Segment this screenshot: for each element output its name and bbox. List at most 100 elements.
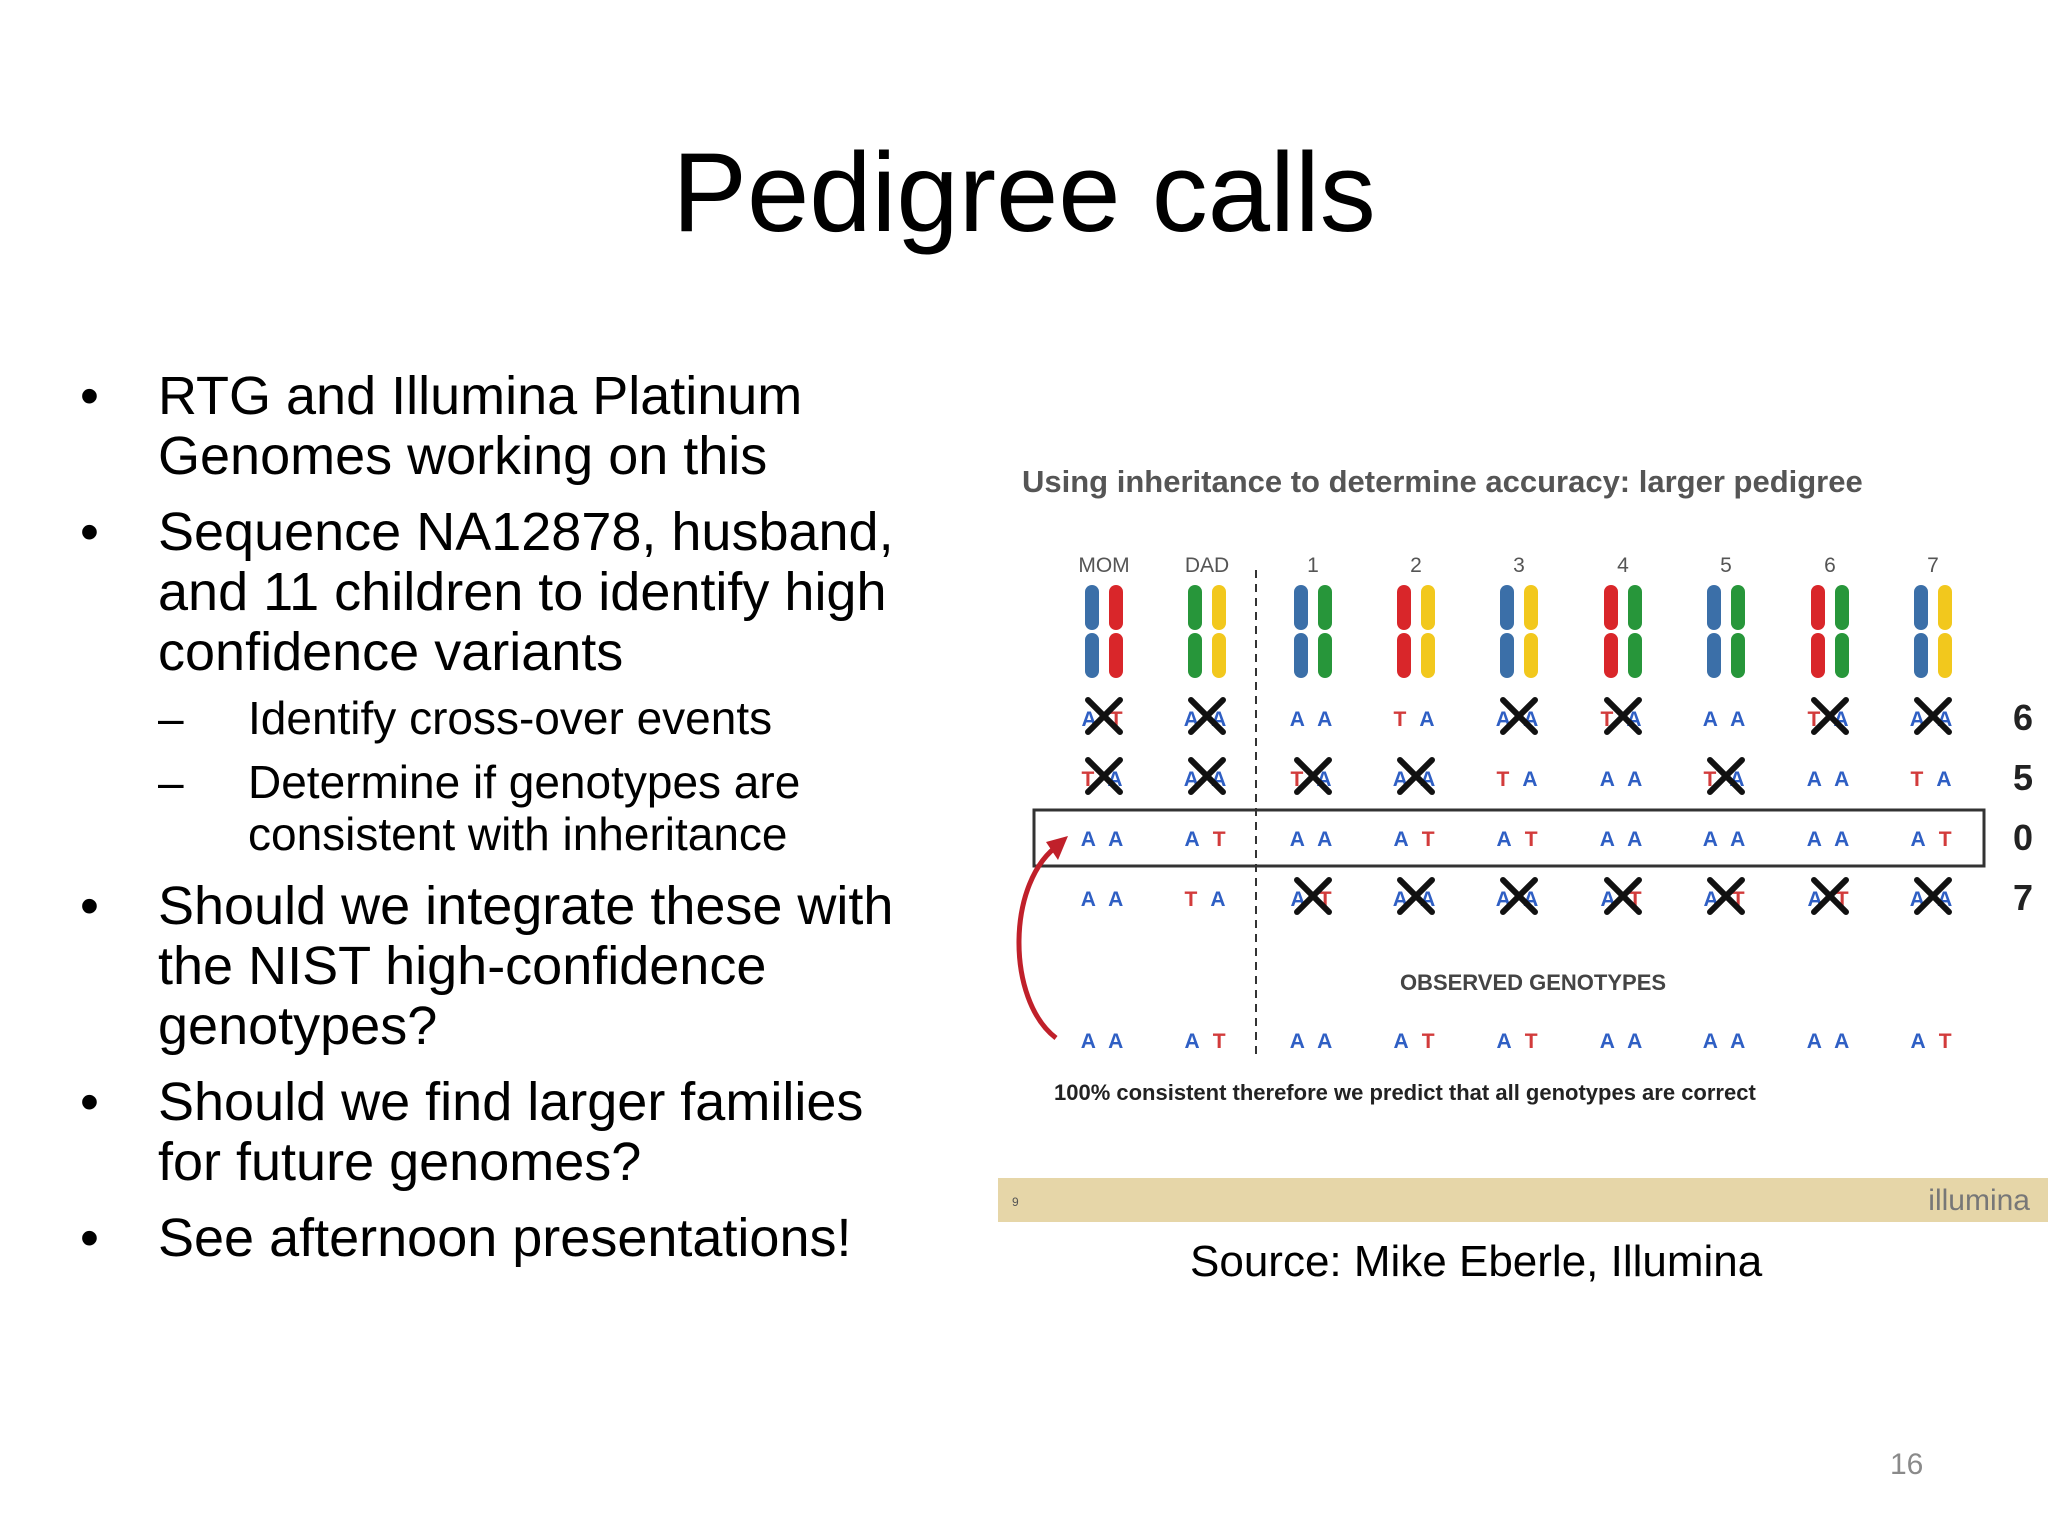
inconsistency-cross bbox=[1188, 697, 1226, 735]
observed-genotypes-label: OBSERVED GENOTYPES bbox=[1400, 970, 1666, 995]
slide-title: Pedigree calls bbox=[672, 130, 1376, 255]
chromosome-arm bbox=[1938, 585, 1952, 630]
chromosome-arm bbox=[1938, 633, 1952, 678]
genotype-call: A A bbox=[1081, 828, 1128, 851]
chromosome-arm bbox=[1421, 633, 1435, 678]
chromosome-arm bbox=[1707, 585, 1721, 630]
inconsistency-cross bbox=[1914, 877, 1952, 915]
bullet-item: Should we integrate these with the NIST … bbox=[80, 876, 940, 1056]
chromosome-arm bbox=[1628, 633, 1642, 678]
figure-footer-band bbox=[998, 1178, 2048, 1222]
illumina-logo: illumina bbox=[1928, 1184, 2030, 1217]
observed-genotype: A A bbox=[1703, 1030, 1750, 1053]
figure-footer-page: 9 bbox=[1012, 1195, 1019, 1209]
member-label: 4 bbox=[1617, 554, 1629, 577]
observed-genotype: A A bbox=[1600, 1030, 1647, 1053]
member-label: 7 bbox=[1927, 554, 1939, 577]
bullet-text: Sequence NA12878, husband, and 11 childr… bbox=[158, 502, 894, 682]
conclusion-text: 100% consistent therefore we predict tha… bbox=[1054, 1080, 1756, 1105]
sub-bullet-item: Determine if genotypes are consistent wi… bbox=[158, 756, 940, 860]
bullet-text: Should we find larger families for futur… bbox=[158, 1072, 864, 1192]
inconsistency-cross bbox=[1397, 757, 1435, 795]
observed-genotype: A T bbox=[1184, 1030, 1229, 1053]
inconsistency-cross bbox=[1811, 697, 1849, 735]
member-label: 3 bbox=[1513, 554, 1525, 577]
bullet-text: See afternoon presentations! bbox=[158, 1208, 852, 1268]
chromosome-arm bbox=[1212, 585, 1226, 630]
figure-title: Using inheritance to determine accuracy:… bbox=[1022, 464, 1863, 499]
genotype-call: A A bbox=[1807, 828, 1854, 851]
member-label: DAD bbox=[1185, 554, 1229, 577]
consistent-row-box bbox=[1032, 808, 1986, 868]
chromosome-arm bbox=[1500, 585, 1514, 630]
inconsistency-cross bbox=[1604, 697, 1642, 735]
pedigree-figure: Using inheritance to determine accuracy:… bbox=[998, 440, 2048, 1228]
inconsistency-cross bbox=[1604, 877, 1642, 915]
observed-genotype: A T bbox=[1393, 1030, 1438, 1053]
bullet-item: RTG and Illumina Platinum Genomes workin… bbox=[80, 366, 940, 486]
source-caption: Source: Mike Eberle, Illumina bbox=[1190, 1237, 1763, 1286]
inconsistency-cross bbox=[1085, 757, 1123, 795]
member-label: 6 bbox=[1824, 554, 1836, 577]
genotype-call: A A bbox=[1703, 708, 1750, 731]
member-label: 2 bbox=[1410, 554, 1422, 577]
genotype-call: A A bbox=[1600, 828, 1647, 851]
chromosome-arm bbox=[1628, 585, 1642, 630]
inconsistency-cross bbox=[1811, 877, 1849, 915]
chromosome-arm bbox=[1397, 633, 1411, 678]
chromosome-arm bbox=[1318, 633, 1332, 678]
genotype-call: A A bbox=[1703, 828, 1750, 851]
inconsistency-count: 5 bbox=[2013, 757, 2033, 798]
inconsistency-count: 6 bbox=[2013, 697, 2033, 738]
chromosome-arm bbox=[1524, 585, 1538, 630]
member-label: 5 bbox=[1720, 554, 1732, 577]
bullet-item: See afternoon presentations! bbox=[80, 1208, 940, 1268]
genotype-call: T A bbox=[1496, 768, 1541, 791]
observed-genotype: A A bbox=[1290, 1030, 1337, 1053]
sub-bullet-item: Identify cross-over events bbox=[158, 692, 940, 744]
genotype-call: A T bbox=[1910, 828, 1955, 851]
chromosome-arm bbox=[1085, 585, 1099, 630]
bullet-text: Should we integrate these with the NIST … bbox=[158, 876, 894, 1056]
chromosome-arm bbox=[1604, 585, 1618, 630]
bullet-item: Sequence NA12878, husband, and 11 childr… bbox=[80, 502, 940, 860]
chromosome-arm bbox=[1914, 633, 1928, 678]
inconsistency-cross bbox=[1294, 757, 1332, 795]
inconsistency-cross bbox=[1397, 877, 1435, 915]
chromosome-arm bbox=[1524, 633, 1538, 678]
chromosome-arm bbox=[1188, 633, 1202, 678]
arrow-head bbox=[1046, 836, 1068, 860]
member-label: 1 bbox=[1307, 554, 1319, 577]
chromosome-arm bbox=[1914, 585, 1928, 630]
genotype-call: A A bbox=[1290, 828, 1337, 851]
chromosome-arm bbox=[1707, 633, 1721, 678]
chromosome-arm bbox=[1397, 585, 1411, 630]
observed-genotype: A T bbox=[1496, 1030, 1541, 1053]
chromosome-arm bbox=[1085, 633, 1099, 678]
observed-genotype: A A bbox=[1081, 1030, 1128, 1053]
member-label: MOM bbox=[1078, 554, 1129, 577]
chromosome-arm bbox=[1500, 633, 1514, 678]
genotype-call: A A bbox=[1600, 768, 1647, 791]
bullet-text: RTG and Illumina Platinum Genomes workin… bbox=[158, 366, 803, 486]
chromosome-arm bbox=[1835, 585, 1849, 630]
observed-genotype: A T bbox=[1910, 1030, 1955, 1053]
genotype-call: T A bbox=[1393, 708, 1438, 731]
chromosome-arm bbox=[1835, 633, 1849, 678]
genotype-call: A A bbox=[1290, 708, 1337, 731]
inconsistency-cross bbox=[1707, 877, 1745, 915]
genotype-call: A T bbox=[1496, 828, 1541, 851]
inconsistency-count: 7 bbox=[2013, 877, 2033, 918]
chromosome-arm bbox=[1318, 585, 1332, 630]
inconsistency-cross bbox=[1294, 877, 1332, 915]
genotype-call: A A bbox=[1081, 888, 1128, 911]
inconsistency-cross bbox=[1085, 697, 1123, 735]
inconsistency-cross bbox=[1500, 697, 1538, 735]
chromosome-arm bbox=[1811, 585, 1825, 630]
inconsistency-count: 0 bbox=[2013, 817, 2033, 858]
genotype-call: A T bbox=[1393, 828, 1438, 851]
chromosome-arm bbox=[1294, 633, 1308, 678]
chromosome-arm bbox=[1212, 633, 1226, 678]
chromosome-arm bbox=[1109, 633, 1123, 678]
